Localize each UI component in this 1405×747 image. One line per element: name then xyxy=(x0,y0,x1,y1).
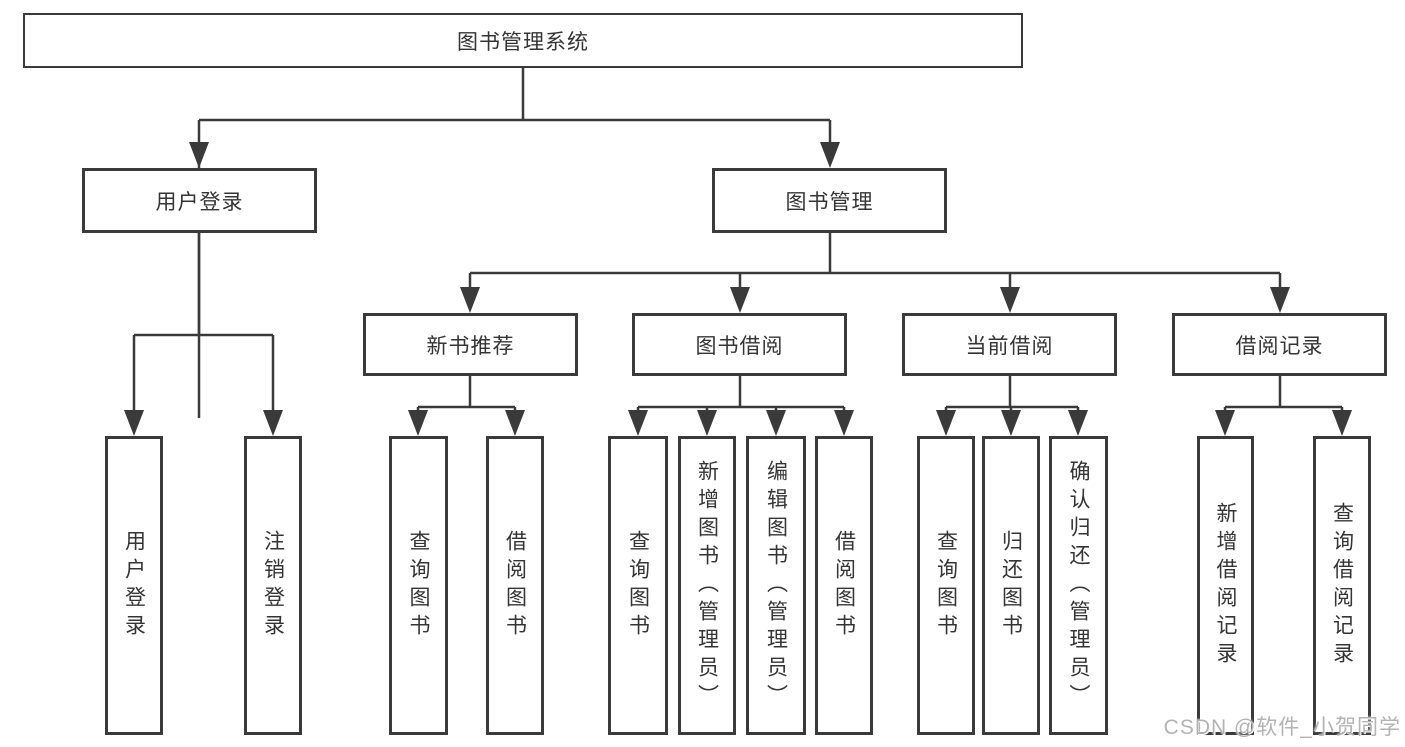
node-book-borrowing: 图书借阅 xyxy=(632,313,847,376)
leaf-label: 注销登录 xyxy=(261,529,285,642)
node-new-book-recommend: 新书推荐 xyxy=(363,313,578,376)
leaf-user-login: 用户登录 xyxy=(105,436,163,735)
leaf-borrow-books-borrowing: 借阅图书 xyxy=(815,436,873,735)
leaf-borrow-books-recommend: 借阅图书 xyxy=(486,436,544,735)
leaf-label: 新增借阅记录 xyxy=(1214,501,1237,670)
node-label: 图书管理 xyxy=(785,190,874,214)
node-current-borrowing: 当前借阅 xyxy=(902,313,1117,376)
csdn-watermark: CSDN @软件_小贺同学 xyxy=(1163,716,1401,739)
leaf-label: 新增图书（管理员） xyxy=(695,459,719,712)
leaf-label: 用户登录 xyxy=(122,529,146,642)
leaf-return-books: 归还图书 xyxy=(982,436,1040,735)
node-label: 用户登录 xyxy=(155,190,244,214)
leaf-label: 借阅图书 xyxy=(503,529,527,642)
leaf-label: 借阅图书 xyxy=(832,529,856,642)
leaf-add-borrow-record: 新增借阅记录 xyxy=(1197,436,1254,735)
node-library-management-system: 图书管理系统 xyxy=(23,13,1023,68)
node-user-login: 用户登录 xyxy=(82,168,317,233)
leaf-label: 归还图书 xyxy=(999,529,1023,642)
node-label: 图书借阅 xyxy=(695,334,784,358)
node-label: 借阅记录 xyxy=(1235,334,1324,358)
node-label: 当前借阅 xyxy=(965,334,1054,358)
leaf-label: 查询借阅记录 xyxy=(1330,501,1354,670)
leaf-query-books-current: 查询图书 xyxy=(917,436,975,735)
node-label: 新书推荐 xyxy=(426,334,515,358)
node-label: 图书管理系统 xyxy=(457,30,589,54)
leaf-label: 编辑图书（管理员） xyxy=(764,459,788,712)
leaf-label: 查询图书 xyxy=(407,529,430,642)
leaf-logout: 注销登录 xyxy=(244,436,302,735)
leaf-edit-books-admin: 编辑图书（管理员） xyxy=(746,436,806,735)
node-book-management: 图书管理 xyxy=(712,168,947,233)
leaf-label: 查询图书 xyxy=(934,529,958,642)
leaf-label: 确认归还（管理员） xyxy=(1067,459,1090,712)
leaf-query-books-borrowing: 查询图书 xyxy=(608,436,668,735)
leaf-add-books-admin: 新增图书（管理员） xyxy=(678,436,736,735)
node-borrowing-records: 借阅记录 xyxy=(1172,313,1387,376)
leaf-query-books-recommend: 查询图书 xyxy=(389,436,448,735)
leaf-confirm-return-admin: 确认归还（管理员） xyxy=(1049,436,1108,735)
leaf-query-borrow-record: 查询借阅记录 xyxy=(1313,436,1371,735)
leaf-label: 查询图书 xyxy=(626,529,650,642)
